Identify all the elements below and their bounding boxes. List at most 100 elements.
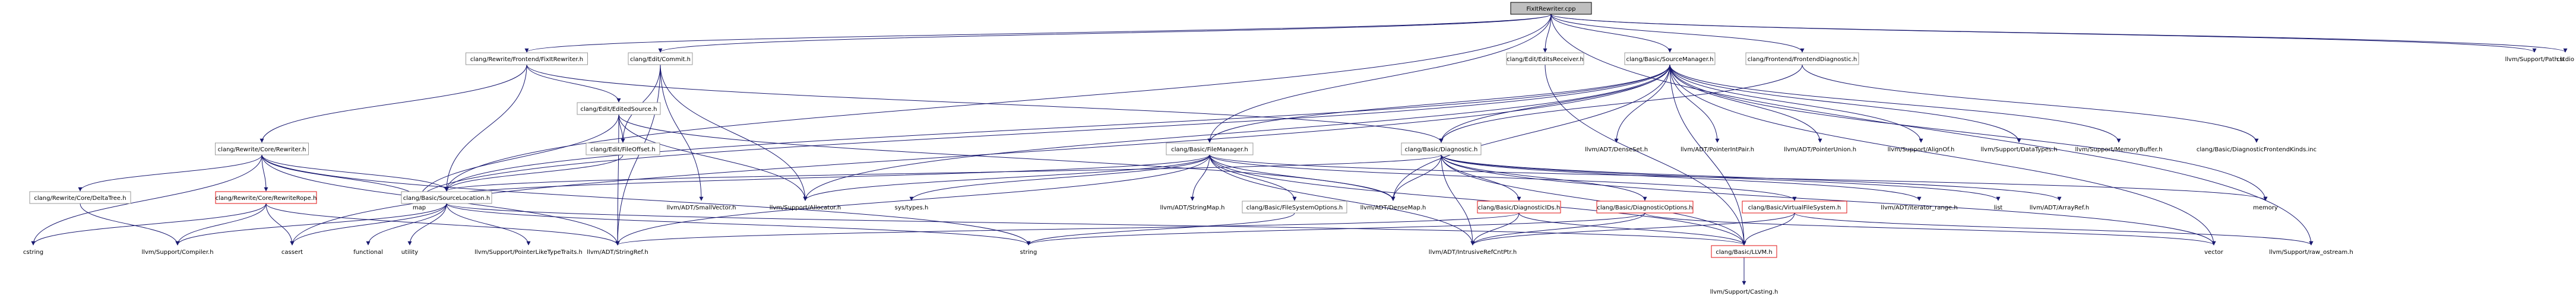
node-pointerliketype: llvm/Support/PointerLikeTypeTraits.h xyxy=(474,249,583,256)
node-label: llvm/ADT/SmallVector.h xyxy=(667,205,736,211)
node-label: clang/Basic/SourceLocation.h xyxy=(403,195,490,202)
node-diagnosticids-h[interactable]: clang/Basic/DiagnosticIDs.h xyxy=(1477,201,1561,214)
dependency-edge xyxy=(1207,64,1670,143)
dependency-edge xyxy=(1209,154,1475,246)
node-label: llvm/ADT/PointerUnion.h xyxy=(1784,147,1856,153)
dependency-edge xyxy=(660,64,808,201)
node-label: llvm/ADT/DenseSet.h xyxy=(1585,147,1648,153)
dependency-edge xyxy=(444,154,1442,192)
node-label: clang/Basic/FileManager.h xyxy=(1171,147,1248,153)
node-stringmap: llvm/ADT/StringMap.h xyxy=(1160,205,1224,211)
node-filesystemoptions-h[interactable]: clang/Basic/FileSystemOptions.h xyxy=(1242,201,1347,214)
dependency-edge xyxy=(1439,64,1803,143)
dependency-edge xyxy=(1207,14,1552,143)
node-virtualfs-h[interactable]: clang/Basic/VirtualFileSystem.h xyxy=(1742,201,1847,214)
node-iterator-range: llvm/ADT/iterator_range.h xyxy=(1881,205,1957,211)
dependency-edge xyxy=(446,203,531,246)
node-box xyxy=(1242,201,1347,214)
node-editcommit-h[interactable]: clang/Edit/Commit.h xyxy=(628,52,693,65)
node-densemap: llvm/ADT/DenseMap.h xyxy=(1360,205,1426,211)
node-box xyxy=(1506,52,1584,65)
dependency-edge xyxy=(31,154,262,246)
dependency-edge xyxy=(1550,14,2568,53)
dependency-edge xyxy=(1669,64,2121,143)
node-box xyxy=(29,191,131,204)
node-sourcemanager-h[interactable]: clang/Basic/SourceManager.h xyxy=(1624,52,1716,65)
dependency-edge xyxy=(407,203,447,246)
node-label: string xyxy=(1020,249,1037,256)
dependency-edge xyxy=(261,154,268,192)
node-casting: llvm/Support/Casting.h xyxy=(1710,289,1778,295)
dependency-edge xyxy=(1802,64,2259,143)
dependency-edge xyxy=(1439,64,1670,143)
node-label: llvm/Support/Casting.h xyxy=(1710,289,1778,295)
dependency-edge xyxy=(1441,154,2062,201)
node-raw-ostream: llvm/Support/raw_ostream.h xyxy=(2269,249,2353,256)
node-deltatree-h[interactable]: clang/Rewrite/Core/DeltaTree.h xyxy=(29,191,131,204)
node-root[interactable]: FixItRewriter.cpp xyxy=(1510,2,1592,15)
dependency-edge xyxy=(80,203,180,246)
node-label: sys/types.h xyxy=(895,205,929,211)
dependency-edge xyxy=(1391,154,1442,201)
edge-layer xyxy=(31,14,2568,285)
node-box xyxy=(586,142,660,155)
dependency-edge xyxy=(261,154,449,192)
node-label: llvm/Support/AlignOf.h xyxy=(1888,147,1955,153)
node-datatypes: llvm/Support/DataTypes.h xyxy=(1980,147,2057,153)
node-label: cstdio xyxy=(2556,56,2574,63)
dependency-edge xyxy=(1209,154,1746,246)
dependency-edge xyxy=(1441,154,2001,201)
dependency-edge xyxy=(803,64,1670,201)
node-label: clang/Frontend/FrontendDiagnostic.h xyxy=(1748,56,1857,63)
node-label: clang/Basic/DiagnosticFrontendKinds.inc xyxy=(2197,147,2316,153)
dependency-edge xyxy=(1026,212,1295,246)
node-corerewriter-h[interactable]: clang/Rewrite/Core/Rewriter.h xyxy=(215,142,309,155)
dependency-edge xyxy=(1441,154,1746,246)
node-diagnosticoptions-h[interactable]: clang/Basic/DiagnosticOptions.h xyxy=(1596,201,1694,214)
node-smallvector: llvm/ADT/SmallVector.h xyxy=(667,205,736,211)
node-frontenddiag-h[interactable]: clang/Frontend/FrontendDiagnostic.h xyxy=(1745,52,1859,65)
node-path-h: llvm/Support/Path.h xyxy=(2505,56,2564,63)
node-label: llvm/ADT/DenseMap.h xyxy=(1360,205,1426,211)
dependency-edge xyxy=(618,114,808,201)
node-cstring: cstring xyxy=(23,249,43,256)
node-fixitrewriter-h[interactable]: clang/Rewrite/Frontend/FixItRewriter.h xyxy=(466,52,588,65)
node-editedsource-h[interactable]: clang/Edit/EditedSource.h xyxy=(577,102,661,115)
dependency-edge xyxy=(1669,64,2216,246)
dependency-edge xyxy=(175,203,267,246)
dependency-edge xyxy=(1470,212,1795,246)
node-editsreceiver-h[interactable]: clang/Edit/EditsReceiver.h xyxy=(1506,52,1584,65)
node-string: string xyxy=(1020,249,1037,256)
dependency-edge xyxy=(1470,212,1645,246)
dependency-edge xyxy=(658,14,1552,53)
dependency-edge xyxy=(175,203,447,246)
node-llvm-h[interactable]: clang/Basic/LLVM.h xyxy=(1711,245,1777,258)
node-label: clang/Basic/VirtualFileSystem.h xyxy=(1748,205,1841,211)
node-fileoffset-h[interactable]: clang/Edit/FileOffset.h xyxy=(586,142,660,155)
dependency-edge xyxy=(31,203,267,246)
node-label: clang/Edit/EditsReceiver.h xyxy=(1507,56,1584,63)
node-pointerintpair: llvm/ADT/PointerIntPair.h xyxy=(1681,147,1754,153)
node-box xyxy=(1745,52,1859,65)
node-label: clang/Rewrite/Core/RewriteRope.h xyxy=(216,195,317,202)
dependency-edge xyxy=(1614,64,1670,143)
node-sourcelocation-h[interactable]: clang/Basic/SourceLocation.h xyxy=(401,191,492,204)
node-label: llvm/Support/Compiler.h xyxy=(141,249,213,256)
dependency-edge xyxy=(261,154,1031,246)
node-densesetn: llvm/ADT/DenseSet.h xyxy=(1585,147,1648,153)
node-box xyxy=(1510,2,1592,15)
node-box xyxy=(1166,142,1254,155)
node-systypes: sys/types.h xyxy=(895,205,929,211)
dependency-edge xyxy=(1190,154,1210,201)
node-box xyxy=(1596,201,1694,214)
node-label: clang/Basic/FileSystemOptions.h xyxy=(1246,205,1343,211)
node-filemanager-h[interactable]: clang/Basic/FileManager.h xyxy=(1166,142,1254,155)
dependency-edge xyxy=(444,64,1670,192)
node-rewriterope-h[interactable]: clang/Rewrite/Core/RewriteRope.h xyxy=(215,191,317,204)
node-label: clang/Edit/EditedSource.h xyxy=(581,106,657,113)
dependency-edge xyxy=(615,212,1520,246)
node-diagnostic-h[interactable]: clang/Basic/Diagnostic.h xyxy=(1401,142,1482,155)
node-box xyxy=(1401,142,1482,155)
node-label: llvm/ADT/StringMap.h xyxy=(1160,205,1224,211)
